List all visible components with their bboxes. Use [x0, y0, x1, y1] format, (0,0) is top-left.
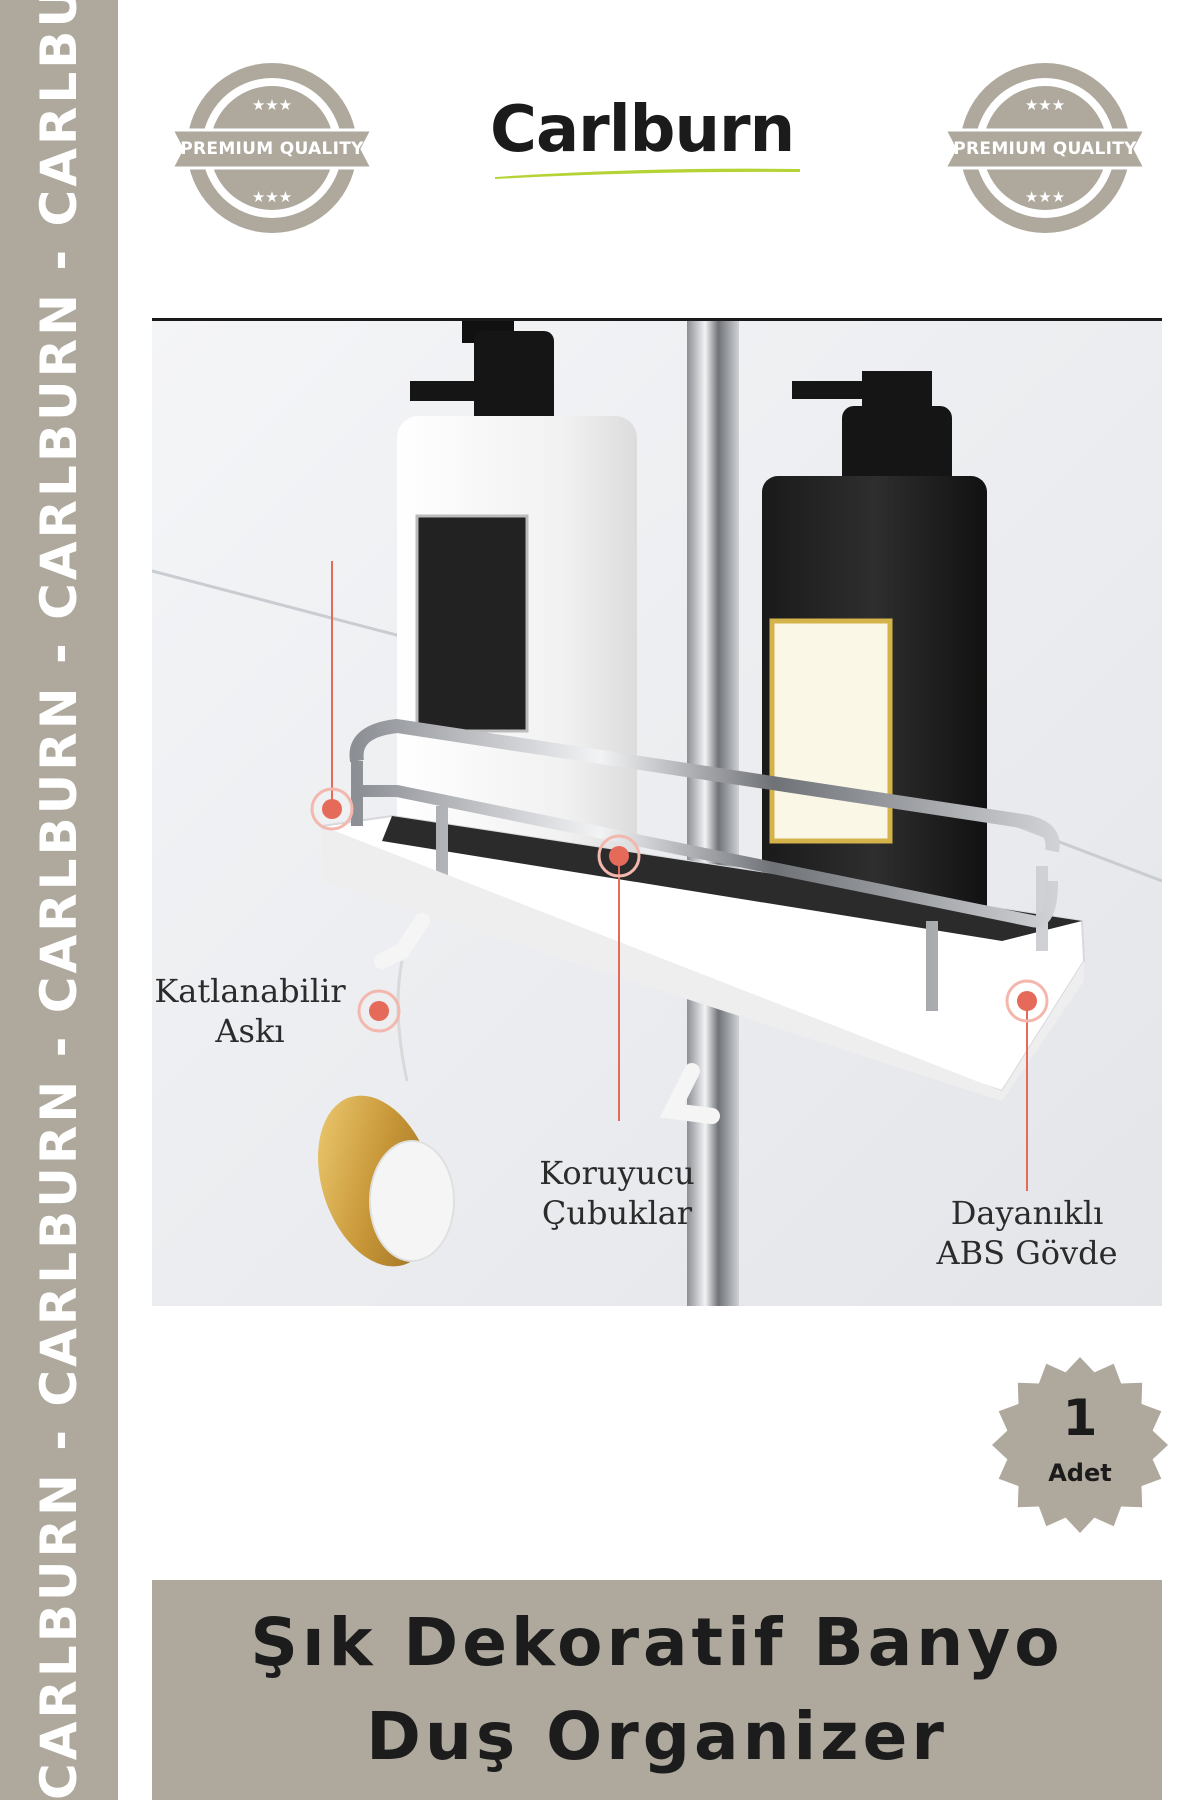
brand-side-strip: CARLBURN - CARLBURN - CARLBURN - CARLBUR…: [0, 0, 118, 1800]
callout-abs-body-line2: ABS Gövde: [936, 1234, 1118, 1272]
shower-organizer-illustration: [152, 321, 1162, 1306]
quantity-badge: 1 Adet: [990, 1355, 1170, 1535]
badge-stars-top: ★★★: [252, 96, 292, 114]
callout-protective-bars: Koruyucu Çubuklar: [527, 1153, 707, 1233]
callout-abs-body-line1: Dayanıklı: [950, 1194, 1104, 1232]
brand-logo: Carlburn: [490, 95, 810, 185]
callout-folding-hook: Katlanabilir Askı: [152, 971, 348, 1051]
logo-underline-swoosh: [495, 168, 800, 179]
quantity-unit: Adet: [1048, 1459, 1112, 1487]
premium-quality-label: PREMIUM QUALITY: [953, 139, 1137, 159]
badge-stars-bottom: ★★★: [1025, 188, 1065, 206]
premium-quality-label: PREMIUM QUALITY: [180, 139, 364, 159]
starburst-badge-icon: [992, 1357, 1168, 1533]
product-title-line1: Şık Dekoratif Banyo: [250, 1604, 1064, 1681]
seal-icon: ★★★ ★★★: [942, 63, 1148, 233]
badge-stars-bottom: ★★★: [252, 188, 292, 206]
callout-dot: [597, 834, 641, 878]
callout-dot: [357, 989, 401, 1033]
callout-dot: [310, 787, 354, 831]
brand-side-text: CARLBURN - CARLBURN - CARLBURN - CARLBUR…: [30, 0, 88, 1800]
product-title-box: Şık Dekoratif Banyo Duş Organizer: [152, 1580, 1162, 1800]
callout-folding-hook-line1: Katlanabilir: [154, 972, 346, 1010]
callout-protective-bars-line2: Çubuklar: [541, 1194, 693, 1232]
premium-quality-badge-right: ★★★ ★★★ PREMIUM QUALITY: [935, 58, 1155, 238]
seal-icon: ★★★ ★★★: [169, 63, 375, 233]
callout-dot: [1005, 979, 1049, 1023]
callout-protective-bars-line1: Koruyucu: [539, 1154, 695, 1192]
product-photo: Katlanabilir Askı Koruyucu Çubuklar Daya…: [152, 318, 1162, 1306]
brand-logo-text: Carlburn: [490, 93, 795, 167]
quantity-number: 1: [1062, 1389, 1098, 1447]
premium-quality-badge-left: ★★★ ★★★ PREMIUM QUALITY: [162, 58, 382, 238]
callout-abs-body: Dayanıklı ABS Gövde: [922, 1193, 1132, 1273]
product-title-line2: Duş Organizer: [366, 1698, 948, 1775]
badge-stars-top: ★★★: [1025, 96, 1065, 114]
callout-folding-hook-line2: Askı: [215, 1012, 285, 1050]
